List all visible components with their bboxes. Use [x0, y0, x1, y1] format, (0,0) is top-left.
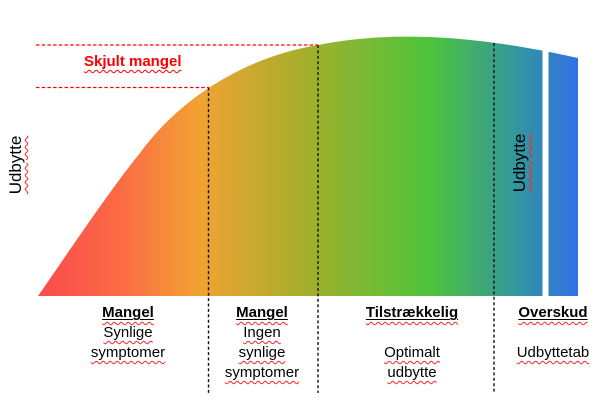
yield-bar-label: Udbytte: [510, 133, 529, 193]
zone-line: symptomer: [90, 344, 166, 361]
zone-header: Mangel: [102, 304, 154, 321]
bar-separator-gap: [542, 28, 549, 296]
yield-curve-area: [38, 36, 578, 296]
zone-label-mangel-ingen-synlige: Mangel Ingen synlige symptomer: [192, 303, 332, 383]
zone-label-overskud: Overskud Udbyttetab: [490, 303, 610, 383]
y-axis-label: Udbytte: [6, 135, 25, 195]
zone-line: Ingen: [243, 324, 281, 341]
zone-line: Udbyttetab: [516, 344, 590, 361]
zone-line: symptomer: [224, 364, 300, 381]
zone-header: Tilstrækkelig: [365, 304, 459, 321]
zone-line: [490, 323, 610, 343]
zone-line: [58, 363, 198, 383]
zone-header: Overskud: [518, 304, 588, 321]
zone-line: Optimalt: [384, 344, 440, 361]
zone-label-tilstraekkelig: Tilstrækkelig Optimalt udbytte: [337, 303, 487, 383]
zone-line: Synlige: [103, 324, 153, 341]
zone-header: Mangel: [236, 304, 288, 321]
zone-line: [490, 363, 610, 383]
zone-line: synlige: [238, 344, 286, 361]
hidden-deficiency-label: Skjult mangel: [84, 53, 182, 70]
zone-line: udbytte: [387, 364, 437, 381]
zone-label-mangel-synlige: Mangel Synlige symptomer: [58, 303, 198, 383]
zone-line: [337, 323, 487, 343]
